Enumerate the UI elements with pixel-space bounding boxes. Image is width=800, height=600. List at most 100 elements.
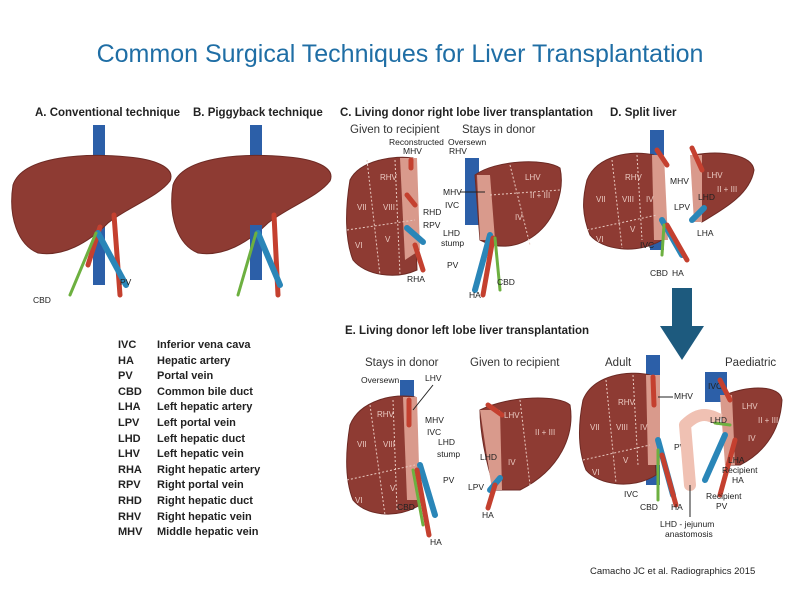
slide-title: Common Surgical Techniques for Liver Tra…: [96, 40, 704, 68]
diagram-label: MHV: [403, 146, 422, 156]
diagram-label: VI: [355, 241, 363, 250]
diagram-label: VI: [355, 496, 363, 505]
diagram-label: IVC: [427, 427, 441, 437]
diagram-label: LHV: [425, 373, 442, 383]
diagram-label: V: [623, 456, 629, 465]
panel-b-title: B. Piggyback technique: [193, 107, 323, 119]
panel-a-title: A. Conventional technique: [35, 107, 180, 119]
diagram-label: HA: [671, 502, 683, 512]
legend-abbr: LHD: [118, 432, 141, 445]
diagram-label: RHA: [407, 274, 425, 284]
down-arrow-icon: [660, 288, 704, 360]
diagram-label: IVC: [445, 200, 459, 210]
legend-abbr: CBD: [118, 385, 142, 398]
diagram-label: IVC: [640, 240, 654, 250]
diagram-label: V: [385, 235, 391, 244]
legend-abbr: LHA: [118, 401, 141, 414]
panel-d-title: D. Split liver: [610, 107, 677, 119]
diagram-label: LPV: [674, 202, 690, 212]
legend-row: MHV Middle hepatic vein: [118, 525, 260, 541]
diagram-label: LHV: [742, 402, 758, 411]
diagram-label: Stays in donor: [365, 357, 439, 369]
diagram-label: LHV: [525, 173, 541, 182]
legend-full: Left hepatic duct: [157, 432, 246, 445]
diagram-label: MHV: [670, 176, 689, 186]
diagram-label: Recipient: [722, 465, 758, 475]
diagram-label: VIII: [383, 440, 395, 449]
legend-full: Hepatic artery: [157, 354, 231, 367]
diagram-label: VIII: [622, 195, 634, 204]
legend-abbr: RHD: [118, 494, 142, 507]
legend-full: Middle hepatic vein: [157, 526, 259, 539]
diagram-label: IV: [508, 458, 516, 467]
diagram-label: LPV: [468, 482, 484, 492]
diagram-label: VIII: [616, 423, 628, 432]
diagram-label: LHA: [697, 228, 714, 238]
panel-e-recipient-liver: LHV II + III IV LHD LPV HA: [468, 397, 572, 520]
legend-abbr: RHA: [118, 463, 142, 476]
diagram-label: RHD: [423, 207, 441, 217]
legend-row: CBD Common bile duct: [118, 385, 260, 401]
diagram-label: MHV: [674, 391, 693, 401]
diagram-label: Recipient: [706, 491, 742, 501]
diagram-label: LHV: [504, 411, 520, 420]
legend-abbr: LPV: [118, 416, 140, 429]
diagram-label: V: [390, 484, 396, 493]
legend-row: LHA Left hepatic artery: [118, 400, 260, 416]
diagram-label: II + III: [530, 191, 550, 200]
adult-label: Adult: [605, 357, 632, 369]
diagram-label: IV: [640, 423, 648, 432]
diagram-label: LHV: [707, 171, 723, 180]
given-to-recipient-label: Given to recipient: [350, 124, 440, 136]
diagram-label: CBD: [640, 502, 658, 512]
diagram-label: LHD - jejunum: [660, 519, 714, 529]
legend-row: LHD Left hepatic duct: [118, 432, 260, 448]
diagram-label: IVC: [708, 381, 722, 391]
panel-e-title: E. Living donor left lobe liver transpla…: [345, 325, 589, 337]
panel-e-donor-liver: RHV VII VIII VI V Oversewn LHV MHV IVC L…: [346, 373, 460, 547]
diagram-label: LHD: [480, 452, 497, 462]
legend-full: Right hepatic vein: [157, 510, 252, 523]
panel-c-title: C. Living donor right lobe liver transpl…: [340, 107, 593, 119]
diagram-label: RHV: [380, 173, 398, 182]
stays-in-donor-label: Stays in donor: [462, 124, 536, 136]
diagram-label: MHV: [425, 415, 444, 425]
diagram-label: Oversewn: [448, 137, 487, 147]
legend-full: Left hepatic vein: [157, 448, 244, 461]
legend-abbr: RPV: [118, 479, 141, 492]
diagram-label: PV: [674, 442, 686, 452]
legend-full: Common bile duct: [157, 385, 253, 398]
diagram-label: RPV: [423, 220, 441, 230]
legend-full: Left hepatic artery: [157, 401, 253, 414]
legend-full: Right hepatic duct: [157, 494, 253, 507]
diagram-label: HA: [732, 475, 744, 485]
legend-abbr: MHV: [118, 526, 143, 539]
diagram-label: RHV: [377, 410, 395, 419]
diagram-label: VII: [590, 423, 600, 432]
diagram-label: VII: [357, 440, 367, 449]
legend-abbr: IVC: [118, 339, 137, 351]
paediatric-label: Paediatric: [725, 357, 776, 369]
diagram-label: V: [630, 225, 636, 234]
aorta-vessel: [111, 212, 123, 298]
diagram-label: HA: [672, 268, 684, 278]
diagram-label: RHV: [625, 173, 643, 182]
adult-graft-liver: RHV VII VIII IV V VI MHV PV IVC CBD HA: [579, 355, 693, 512]
legend-abbr: RHV: [118, 510, 142, 523]
panel-d-liver: RHV VII VIII IV VI V MHV LHV II + III LP…: [583, 130, 755, 278]
diagram-label: CBD: [397, 502, 415, 512]
legend-full: Left portal vein: [157, 416, 236, 429]
diagram-label: Given to recipient: [470, 357, 560, 369]
diagram-label: IV: [515, 213, 523, 222]
diagram-label: LHD: [438, 437, 455, 447]
diagram-label: II + III: [717, 185, 737, 194]
legend-abbr: LHV: [118, 448, 140, 461]
diagram-label: CBD: [497, 277, 515, 287]
panel-b-liver: [171, 125, 332, 298]
diagram-label: IVC: [624, 489, 638, 499]
